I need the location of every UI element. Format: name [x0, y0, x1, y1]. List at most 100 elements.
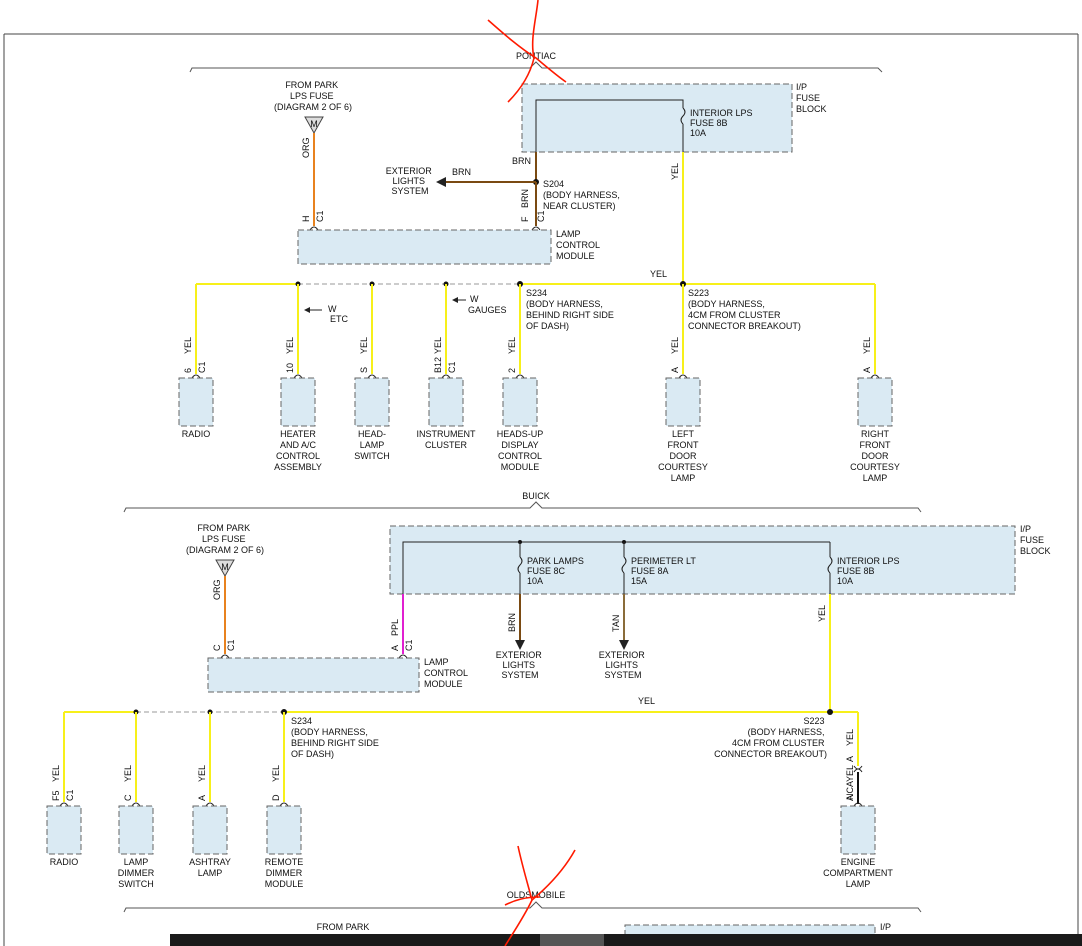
pontiac-pin-f: F	[520, 216, 530, 222]
buick-component-pin: A	[845, 795, 855, 801]
connector-icon	[205, 802, 215, 807]
pontiac-component-box	[502, 377, 538, 427]
buick-component-pin: A	[197, 795, 207, 801]
red-cross-mark-bottom	[504, 845, 576, 946]
pontiac-component-pin: 6	[183, 368, 193, 373]
pontiac-connector-m: M	[310, 119, 318, 129]
buick-component-label: RADIO	[50, 857, 79, 867]
pontiac-connector-m-icon	[304, 116, 324, 135]
pontiac-pin-h: H	[301, 216, 311, 223]
buick-component-wire-label: YEL	[271, 765, 281, 782]
buick-fuse-8c-label: PARK LAMPS FUSE 8C 10A	[527, 556, 586, 586]
pontiac-section-rule	[189, 61, 883, 73]
pontiac-component-box	[354, 377, 390, 427]
oldsmobile-section-rule	[123, 901, 922, 913]
pontiac-component-box	[665, 377, 701, 427]
buick-fuse-8a-symbol	[621, 556, 627, 574]
buick-ppl-label: PPL	[390, 619, 400, 636]
buick-nca-label: NCA	[845, 781, 855, 800]
buick-component-box	[46, 805, 82, 855]
pontiac-s223-label: S223 (BODY HARNESS, 4CM FROM CLUSTER CON…	[688, 288, 801, 331]
buick-org-label: ORG	[212, 579, 222, 600]
buick-title: BUICK	[522, 491, 550, 501]
oldsmobile-title: OLDSMOBILE	[507, 890, 566, 900]
connector-icon	[279, 802, 289, 807]
connector-icon	[191, 374, 201, 379]
connector-icon	[441, 374, 451, 379]
buick-pin-c-lcm: C	[212, 644, 222, 651]
pontiac-lcm-label: LAMP CONTROL MODULE	[556, 229, 602, 261]
pontiac-exterior-arrow	[436, 177, 446, 187]
buick-component-box	[266, 805, 302, 855]
pontiac-component-box	[857, 377, 893, 427]
pontiac-exterior-lights-label: EXTERIOR LIGHTS SYSTEM	[386, 166, 435, 196]
pontiac-component-pin: 10	[285, 363, 295, 373]
pontiac-brn-label-ext: BRN	[452, 167, 471, 177]
pontiac-component-wire-label: YEL	[285, 337, 295, 354]
buick-section: BUICK I/P FUSE BLOCK PARK LAMPS FUSE 8C …	[46, 491, 1051, 889]
pontiac-component-wire-label: YEL	[359, 337, 369, 354]
buick-lcm-label: LAMP CONTROL MODULE	[424, 657, 470, 689]
bottom-scrollbar[interactable]	[170, 934, 1082, 946]
pontiac-lamp-control-module	[297, 229, 552, 265]
buick-component-wire-label: YEL	[51, 765, 61, 782]
buick-exterior-lights-1: EXTERIOR LIGHTS SYSTEM	[496, 650, 545, 680]
red-cross-mark-top	[487, 0, 567, 103]
pontiac-fuse-8b-symbol	[680, 107, 686, 125]
pontiac-component-wire-label: YEL	[183, 337, 193, 354]
pontiac-brn-label-top: BRN	[512, 156, 531, 166]
buick-fuse-8b-label: INTERIOR LPS FUSE 8B 10A	[837, 556, 902, 586]
buick-component-box	[118, 805, 154, 855]
buick-from-park-label: FROM PARK LPS FUSE (DIAGRAM 2 OF 6)	[186, 523, 264, 555]
buick-lcm-c1-left: C1	[226, 639, 236, 651]
pontiac-section: PONTIAC I/P FUSE BLOCK INTERIOR LPS FUSE…	[178, 51, 900, 483]
buick-component-pin: F5	[51, 790, 61, 801]
pontiac-w-etc-label: W ETC	[328, 304, 349, 324]
pontiac-component-pin: S	[359, 367, 369, 373]
buick-tan-label: TAN	[611, 615, 621, 632]
buick-engine-connector-icon	[853, 765, 863, 773]
pontiac-component-wire-label: YEL	[862, 337, 872, 354]
pontiac-component-pin: A	[670, 367, 680, 373]
buick-component-pin: C	[123, 794, 133, 801]
buick-yel-bus-label: YEL	[638, 696, 655, 706]
pontiac-lcm-c1-left: C1	[315, 210, 325, 222]
pontiac-fuse-bus	[535, 99, 684, 160]
buick-component-wire-label: YEL	[197, 765, 207, 782]
pontiac-component-wire-label: YEL	[507, 337, 517, 354]
pontiac-component-wire-label: YEL	[433, 337, 443, 354]
pontiac-fuse-block-label: I/P FUSE BLOCK	[796, 82, 827, 114]
pontiac-title: PONTIAC	[516, 51, 557, 61]
pontiac-fuse-block	[521, 83, 793, 153]
pontiac-component-connector: C1	[447, 361, 457, 373]
pontiac-fuse-8b-label: INTERIOR LPS FUSE 8B 10A	[690, 108, 755, 138]
buick-component-wire-label: YEL	[845, 765, 855, 782]
buick-lamp-control-module	[207, 657, 420, 693]
pontiac-yel-feed-label: YEL	[670, 163, 680, 180]
bottom-scrollbar-thumb[interactable]	[540, 934, 604, 946]
buick-yel-feed-label: YEL	[817, 605, 827, 622]
connector-icon	[293, 374, 303, 379]
pontiac-from-park-label: FROM PARK LPS FUSE (DIAGRAM 2 OF 6)	[274, 80, 352, 112]
buick-component-box	[840, 805, 876, 855]
pontiac-component-box	[178, 377, 214, 427]
pontiac-component-pin: A	[862, 367, 872, 373]
buick-fuse-8b-symbol	[827, 556, 833, 574]
pontiac-s204-label: S204 (BODY HARNESS, NEAR CLUSTER)	[543, 179, 622, 211]
